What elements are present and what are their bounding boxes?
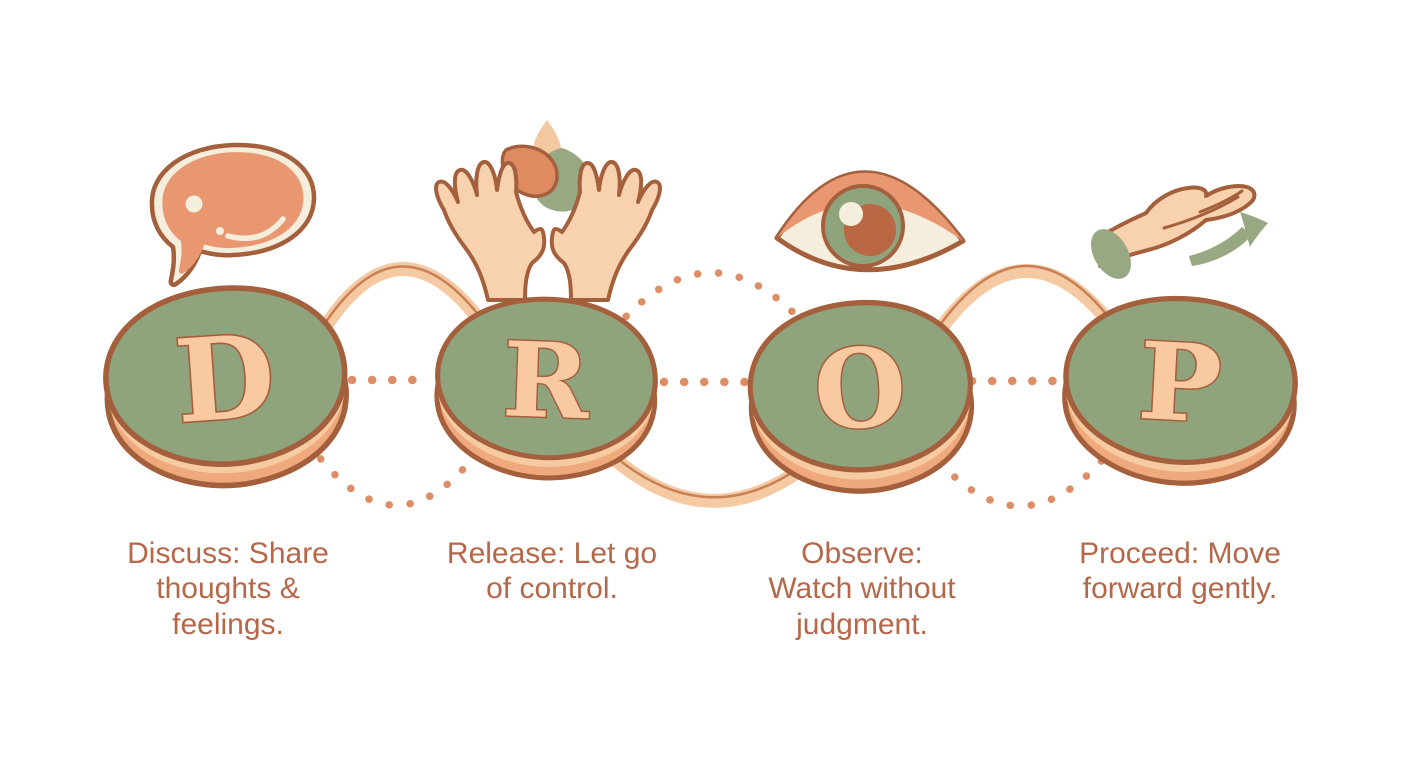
sleeve-cuff — [1091, 229, 1131, 279]
stone-r: R — [434, 295, 658, 481]
eye-icon — [774, 170, 966, 273]
caption-discuss: Discuss: Share thoughts & feelings. — [127, 537, 329, 641]
stones: D R O P — [100, 280, 1299, 497]
stone-p: P — [1061, 293, 1300, 489]
forward-arrow-head — [1240, 212, 1268, 247]
caption-release: Release: Let go of control. — [446, 537, 658, 606]
speech-bubble-highlight-dot — [185, 195, 203, 213]
connectors — [293, 262, 1145, 510]
stone-o: O — [746, 297, 976, 497]
finger-separation-line — [1198, 189, 1244, 214]
hand-forward-icon — [1091, 184, 1268, 279]
forward-arrow-swoosh — [1189, 227, 1251, 266]
stone-letter-p: P — [1135, 319, 1224, 447]
releasing-hands-icon — [434, 120, 662, 302]
left-hand — [434, 160, 547, 302]
eye-upper-lid — [777, 172, 963, 241]
stone-letter-o: O — [811, 324, 909, 456]
connector-arc-dotted-d-r — [304, 438, 488, 509]
speech-bubble-smile-line — [225, 216, 286, 242]
right-hand — [549, 160, 662, 302]
caption-proceed: Proceed: Move forward gently. — [1079, 537, 1281, 606]
speech-bubble-small-dot — [216, 227, 224, 235]
finger-separation-line — [1162, 195, 1240, 230]
eye-highlight — [839, 202, 863, 226]
stone-letter-d: D — [171, 309, 279, 450]
speech-bubble-icon — [149, 142, 317, 288]
speech-bubble-fill — [162, 152, 304, 274]
connector-arc-dotted-r-o — [608, 269, 816, 337]
caption-observe: Observe: Watch without judgment. — [768, 537, 956, 641]
stone-letter-r: R — [501, 320, 593, 443]
stone-d: D — [100, 280, 352, 493]
